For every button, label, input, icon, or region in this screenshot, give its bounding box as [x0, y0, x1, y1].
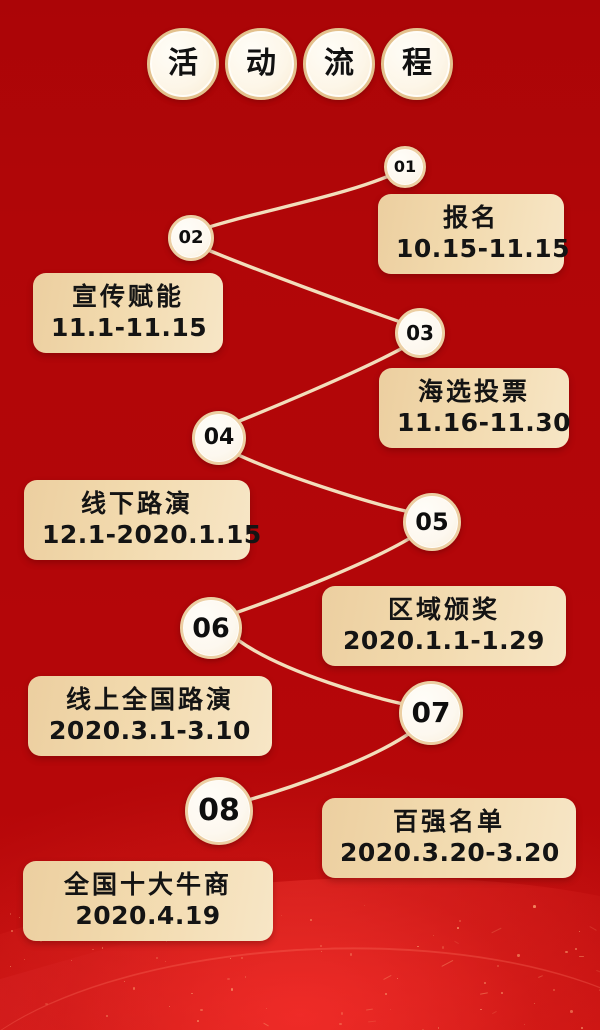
wire-07-08	[246, 728, 416, 802]
flow-node-05[interactable]: 05	[403, 493, 461, 551]
flow-card-02[interactable]: 宣传赋能 11.1-11.15	[33, 273, 223, 353]
title-char-2: 动	[225, 28, 297, 100]
flow-card-08-label: 全国十大牛商	[63, 870, 232, 899]
flow-node-02[interactable]: 02	[168, 215, 214, 261]
flow-card-05-label: 区域颁奖	[387, 595, 500, 624]
flow-node-03[interactable]: 03	[395, 308, 445, 358]
page-title: 活 动 流 程	[0, 28, 600, 100]
flow-card-06[interactable]: 线上全国路演 2020.3.1-3.10	[28, 676, 272, 756]
flow-node-07-number: 07	[411, 696, 451, 729]
flow-card-08[interactable]: 全国十大牛商 2020.4.19	[23, 861, 273, 941]
flow-card-03-dates: 11.16-11.30	[397, 407, 572, 437]
wire-01-02	[192, 168, 404, 234]
flow-card-04[interactable]: 线下路演 12.1-2020.1.15	[24, 480, 262, 560]
flow-node-07[interactable]: 07	[399, 681, 463, 745]
flow-node-04-number: 04	[203, 425, 235, 450]
flow-card-07-label: 百强名单	[392, 807, 505, 836]
flow-card-07-dates: 2020.3.20-3.20	[340, 837, 560, 867]
flow-node-01-number: 01	[393, 157, 417, 176]
flow-node-02-number: 02	[178, 227, 204, 248]
flow-node-04[interactable]: 04	[192, 411, 246, 465]
flow-card-06-dates: 2020.3.1-3.10	[49, 715, 251, 745]
flow-card-01-dates: 10.15-11.15	[396, 233, 571, 263]
flow-card-04-label: 线下路演	[80, 489, 193, 518]
flow-card-02-label: 宣传赋能	[71, 282, 184, 311]
flow-card-02-dates: 11.1-11.15	[51, 312, 208, 342]
flow-node-08[interactable]: 08	[185, 777, 253, 845]
bottom-arc-decoration	[0, 933, 600, 1030]
title-char-3: 流	[303, 28, 375, 100]
flow-node-06-number: 06	[192, 612, 230, 644]
flow-node-08-number: 08	[198, 793, 240, 828]
flow-card-05[interactable]: 区域颁奖 2020.1.1-1.29	[322, 586, 566, 666]
flow-card-01[interactable]: 报名 10.15-11.15	[378, 194, 571, 274]
title-char-1: 活	[147, 28, 219, 100]
flow-node-06[interactable]: 06	[180, 597, 242, 659]
wire-04-05	[222, 446, 422, 516]
flow-node-03-number: 03	[406, 321, 434, 345]
flow-card-07[interactable]: 百强名单 2020.3.20-3.20	[322, 798, 576, 878]
flow-card-03[interactable]: 海选投票 11.16-11.30	[379, 368, 572, 448]
flow-node-05-number: 05	[415, 508, 449, 536]
flow-card-03-label: 海选投票	[417, 377, 530, 406]
flow-card-08-dates: 2020.4.19	[75, 900, 221, 930]
flow-card-05-dates: 2020.1.1-1.29	[343, 625, 545, 655]
flow-card-01-label: 报名	[442, 203, 499, 232]
flow-node-01[interactable]: 01	[384, 146, 426, 188]
flow-card-04-dates: 12.1-2020.1.15	[42, 519, 262, 549]
flow-card-06-label: 线上全国路演	[65, 685, 234, 714]
title-char-4: 程	[381, 28, 453, 100]
